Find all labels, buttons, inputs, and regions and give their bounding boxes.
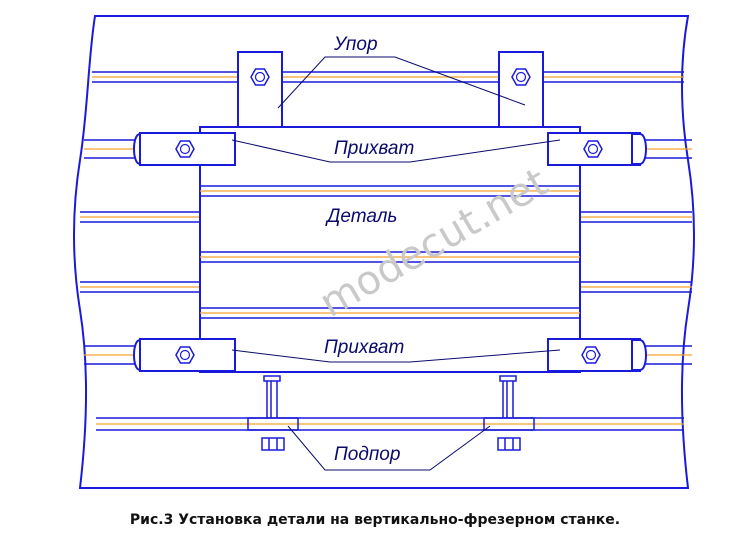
hex-nut-icon	[175, 346, 195, 364]
clamp-bottom-left	[133, 338, 236, 372]
clamp-top-left	[133, 132, 236, 166]
support-right	[483, 375, 535, 451]
hex-nut-icon	[250, 68, 270, 86]
hex-nut-icon	[511, 68, 531, 86]
clamp-bottom-right	[547, 338, 647, 372]
label-stop: Упор	[333, 34, 378, 55]
figure-caption: Рис.3 Установка детали на вертикально-фр…	[129, 512, 621, 528]
stop-left	[237, 51, 283, 128]
table-outline	[73, 15, 695, 489]
hex-nut-icon	[175, 140, 195, 158]
hex-nut-icon	[583, 140, 603, 158]
leader-lines	[231, 56, 561, 471]
label-clamp-top: Прихват	[334, 138, 414, 159]
clamp-top-right	[547, 132, 647, 166]
label-part: Деталь	[325, 206, 397, 227]
fixture-drawing: Упор Прихват Деталь Прихват Подпор modec…	[73, 15, 695, 489]
workpiece	[199, 126, 581, 373]
label-clamp-bottom: Прихват	[324, 337, 404, 358]
hex-nut-icon	[581, 346, 601, 364]
support-left	[247, 375, 299, 451]
label-support: Подпор	[334, 444, 400, 465]
stop-right	[498, 51, 544, 128]
